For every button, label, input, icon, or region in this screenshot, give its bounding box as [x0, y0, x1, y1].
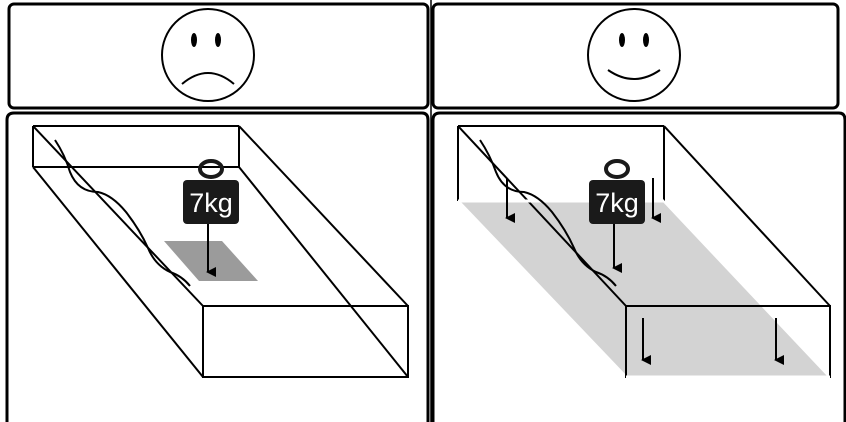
- sad-face-icon: [161, 8, 255, 102]
- weight-icon: 7kg: [589, 159, 645, 224]
- slab-top-right-slant: [238, 125, 409, 307]
- uneven-surface-line: [479, 139, 617, 287]
- weight-icon: 7kg: [183, 159, 239, 224]
- slab-bottom-right-slant: [238, 166, 409, 378]
- slab-bottom-right-slant: [662, 199, 832, 379]
- slab-top-right-slant: [663, 125, 831, 307]
- right-scene-box: [431, 111, 846, 422]
- slab-front-top-slant: [457, 125, 627, 307]
- uneven-surface-line: [54, 139, 191, 287]
- slab-front-top-slant: [32, 125, 204, 307]
- slab-left-slant: [456, 199, 628, 379]
- left-panel: 7kg: [5, 2, 430, 422]
- slab-left-slant: [32, 166, 204, 378]
- left-weight-label: 7kg: [189, 188, 233, 218]
- full-pressure-area: [458, 201, 830, 377]
- happy-face-icon: [587, 8, 681, 102]
- small-pressure-area: [164, 241, 258, 281]
- right-panel: 7kg: [431, 2, 846, 422]
- right-weight-label: 7kg: [595, 188, 639, 218]
- slab-front-face: [202, 305, 409, 378]
- left-scene-box: [5, 111, 430, 422]
